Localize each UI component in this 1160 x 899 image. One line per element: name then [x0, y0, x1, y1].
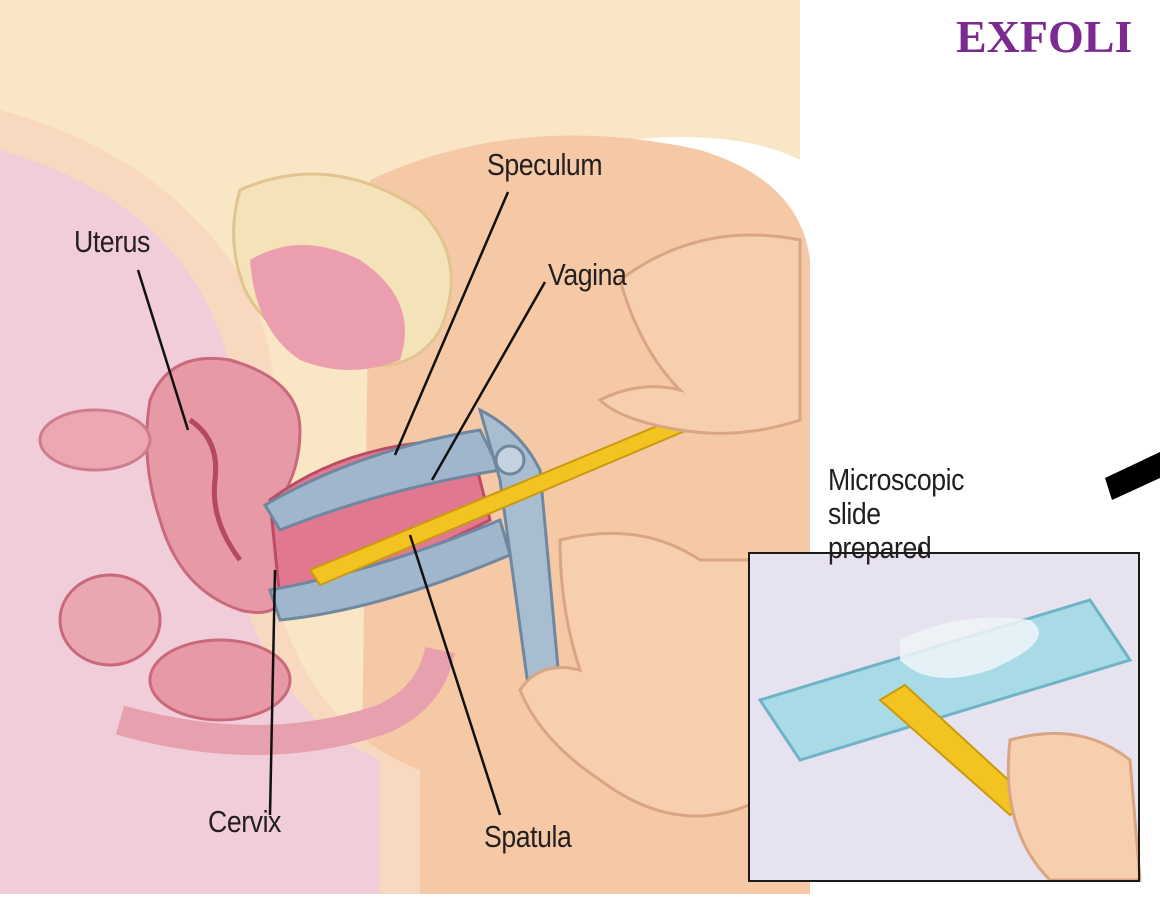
label-uterus: Uterus [74, 225, 150, 259]
label-microscopic-slide: Microscopic slide prepared [828, 463, 974, 565]
speculum-screw [496, 446, 524, 474]
arrow-icon [1105, 452, 1160, 500]
bowel-loop-2 [150, 640, 290, 720]
label-spatula: Spatula [484, 820, 571, 854]
label-cervix: Cervix [208, 805, 281, 839]
ovary [40, 410, 150, 470]
title-text: EXFOLI [956, 10, 1132, 63]
label-vagina: Vagina [548, 258, 626, 292]
inset-frame [748, 552, 1140, 882]
bowel-loop-1 [60, 575, 160, 665]
label-speculum: Speculum [487, 148, 602, 182]
